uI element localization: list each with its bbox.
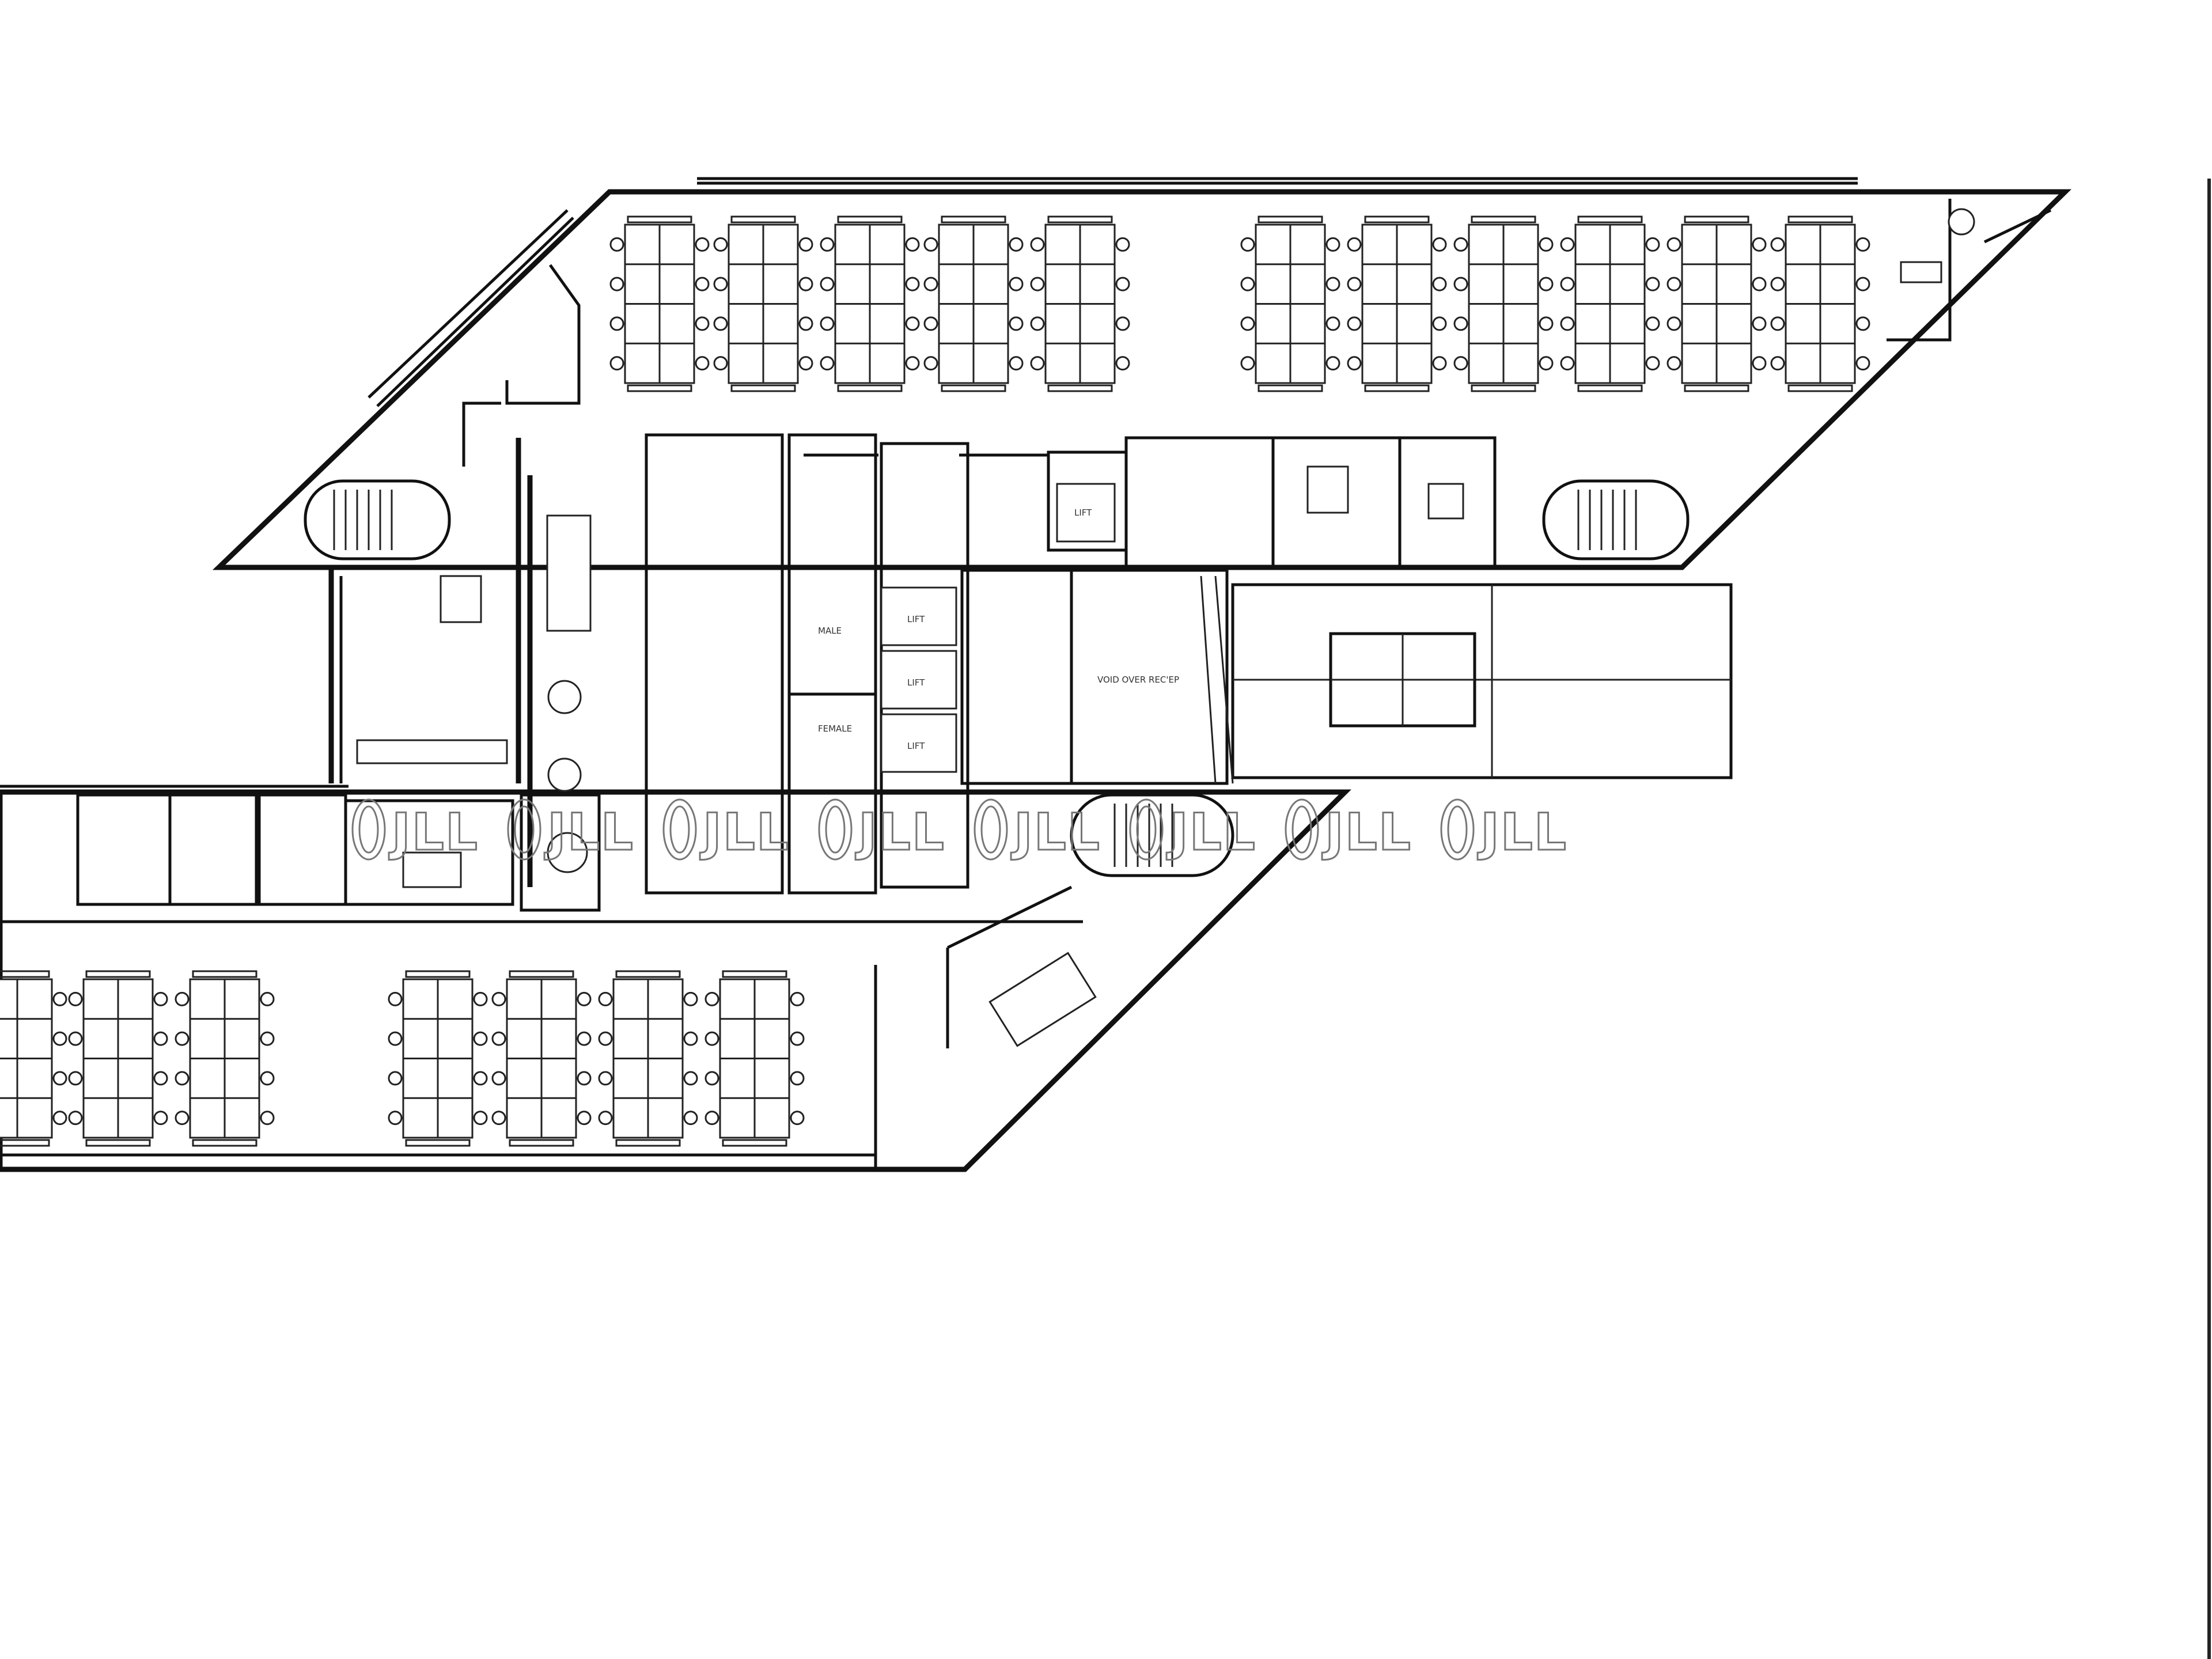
desk-cluster bbox=[1347, 215, 1447, 392]
watermark-text: JLL bbox=[1322, 802, 1412, 862]
watermark-logo: JLL bbox=[1129, 798, 1256, 863]
lift-label: LIFT bbox=[907, 741, 925, 751]
desk-clusters-upper bbox=[609, 215, 1870, 392]
watermark-logo: JLL bbox=[1285, 798, 1412, 863]
desk-cluster bbox=[609, 215, 710, 392]
male-wc-label: MALE bbox=[818, 626, 842, 636]
watermark-text: JLL bbox=[1011, 802, 1101, 862]
desk-cluster bbox=[1560, 215, 1660, 392]
watermark-logo: JLL bbox=[818, 798, 945, 863]
desk-cluster bbox=[175, 970, 275, 1147]
watermark-logo: JLL bbox=[1440, 798, 1567, 863]
desk-cluster bbox=[923, 215, 1024, 392]
stair-cores bbox=[304, 479, 1690, 877]
upper-wing bbox=[212, 177, 2072, 570]
desk-cluster bbox=[1770, 215, 1870, 392]
desk-cluster bbox=[491, 970, 592, 1147]
watermark-text: JLL bbox=[389, 802, 479, 862]
jll-watermark: JLL JLL JLL JLL JLL JLL JLL JLL bbox=[351, 798, 1567, 863]
desk-cluster bbox=[713, 215, 813, 392]
desk-cluster bbox=[1453, 215, 1554, 392]
watermark-text: JLL bbox=[1166, 802, 1256, 862]
watermark-logo: JLL bbox=[507, 798, 634, 863]
desk-cluster bbox=[388, 970, 488, 1147]
desk-cluster bbox=[598, 970, 698, 1147]
watermark-text: JLL bbox=[1478, 802, 1567, 862]
watermark-text: JLL bbox=[700, 802, 790, 862]
watermark-logo: JLL bbox=[662, 798, 790, 863]
atrium-void bbox=[1200, 575, 1733, 784]
desk-cluster bbox=[1030, 215, 1130, 392]
watermark-text: JLL bbox=[544, 802, 634, 862]
watermark-logo: JLL bbox=[351, 798, 479, 863]
lift-label: LIFT bbox=[907, 614, 925, 624]
void-label: VOID OVER REC'EP bbox=[1097, 675, 1179, 685]
desk-cluster bbox=[704, 970, 805, 1147]
desk-cluster bbox=[68, 970, 168, 1147]
desk-cluster bbox=[1666, 215, 1767, 392]
watermark-text: JLL bbox=[855, 802, 945, 862]
core-band bbox=[328, 433, 1497, 895]
lift-label: LIFT bbox=[907, 677, 925, 688]
watermark-logo: JLL bbox=[974, 798, 1101, 863]
lift-label: LIFT bbox=[1074, 507, 1092, 518]
desk-cluster bbox=[0, 970, 67, 1147]
meeting-tables bbox=[356, 208, 1975, 1047]
desk-cluster bbox=[1240, 215, 1340, 392]
female-wc-label: FEMALE bbox=[818, 724, 852, 734]
room-labels: LIFT LIFT LIFT LIFT VOID OVER REC'EP MAL… bbox=[818, 507, 1179, 751]
lower-wing bbox=[0, 785, 1351, 1172]
desk-clusters-lower bbox=[0, 970, 805, 1147]
desk-cluster bbox=[820, 215, 920, 392]
